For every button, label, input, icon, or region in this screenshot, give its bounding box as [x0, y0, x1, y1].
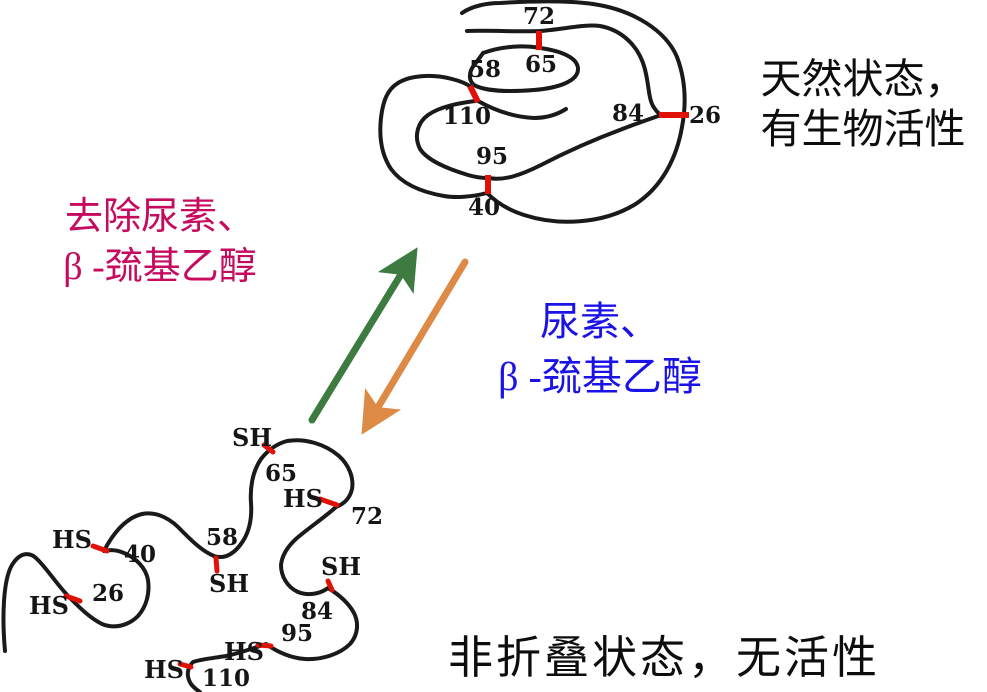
forward-reaction-caption: 尿素、 β -巯基乙醇 [455, 294, 745, 404]
thiol-label-sh-58: SH [209, 569, 249, 598]
tick-58-sh [213, 555, 220, 574]
folded-chain-terminus [476, 99, 568, 120]
unfolded-state-line: 非折叠状态，无活性 [448, 633, 881, 683]
native-state-line2: 有生物活性 [760, 106, 966, 152]
forward-reaction-line1: 尿素、 [540, 299, 660, 344]
residue-label-84: 84 [612, 100, 644, 127]
tick-sh-84 [325, 578, 335, 593]
unfolded-state-caption: 非折叠状态，无活性 [448, 630, 968, 686]
thiol-label-hs-95: HS [224, 637, 264, 666]
unfolded-chain [1, 438, 360, 692]
thiol-ticks [63, 442, 340, 670]
tick-sh-65 [261, 442, 276, 455]
residue-label-u72: 72 [351, 503, 383, 530]
forward-reaction-line2: β -巯基乙醇 [498, 354, 702, 399]
folded-chain-upper-inner [465, 23, 662, 116]
residue-label-58: 58 [469, 56, 501, 83]
residue-label-u65: 65 [265, 460, 297, 487]
tick-hs-110 [177, 661, 194, 670]
native-state-line1: 天然状态， [760, 56, 966, 102]
equilibrium-arrows [308, 247, 469, 435]
tick-hs-40 [90, 543, 110, 554]
residue-label-72: 72 [523, 3, 555, 30]
thiol-label-hs-26: HS [29, 591, 69, 620]
unfolded-protein [1, 438, 360, 692]
residue-label-u84: 84 [301, 598, 333, 625]
residue-label-65: 65 [525, 51, 557, 78]
residue-label-u95: 95 [281, 620, 313, 647]
folded-chain-95-84-strand [487, 114, 660, 181]
thiol-label-sh-65: SH [232, 423, 272, 452]
thiol-label-sh-84: SH [321, 552, 361, 581]
residue-label-u58: 58 [206, 524, 238, 551]
residue-label-95: 95 [476, 143, 508, 170]
residue-label-26: 26 [689, 102, 721, 129]
residue-label-u26: 26 [92, 580, 124, 607]
reverse-reaction-line1: 去除尿素、 [64, 196, 255, 238]
native-state-caption: 天然状态， 有生物活性 [738, 54, 987, 154]
reverse-reaction-caption: 去除尿素、 β -巯基乙醇 [30, 192, 290, 292]
residue-label-110: 110 [443, 103, 491, 130]
tick-hs-26 [63, 593, 83, 604]
residue-label-u40: 40 [124, 541, 156, 568]
disulfide-bonds [467, 31, 689, 194]
refold-arrow [308, 247, 418, 424]
folded-chain-outer [378, 0, 687, 224]
thiol-label-hs-72: HS [283, 484, 323, 513]
reverse-reaction-line2: β -巯基乙醇 [63, 246, 257, 288]
bond-58-110 [467, 84, 481, 104]
tick-hs-95 [255, 642, 274, 649]
folded-chain-110-loop [414, 99, 489, 180]
tick-hs-72 [317, 496, 340, 508]
residue-label-40: 40 [468, 194, 500, 221]
thiol-label-hs-40: HS [52, 525, 92, 554]
thiol-label-hs-110: HS [144, 655, 184, 684]
unfold-arrow [361, 258, 469, 435]
residue-label-u110: 110 [202, 665, 250, 692]
